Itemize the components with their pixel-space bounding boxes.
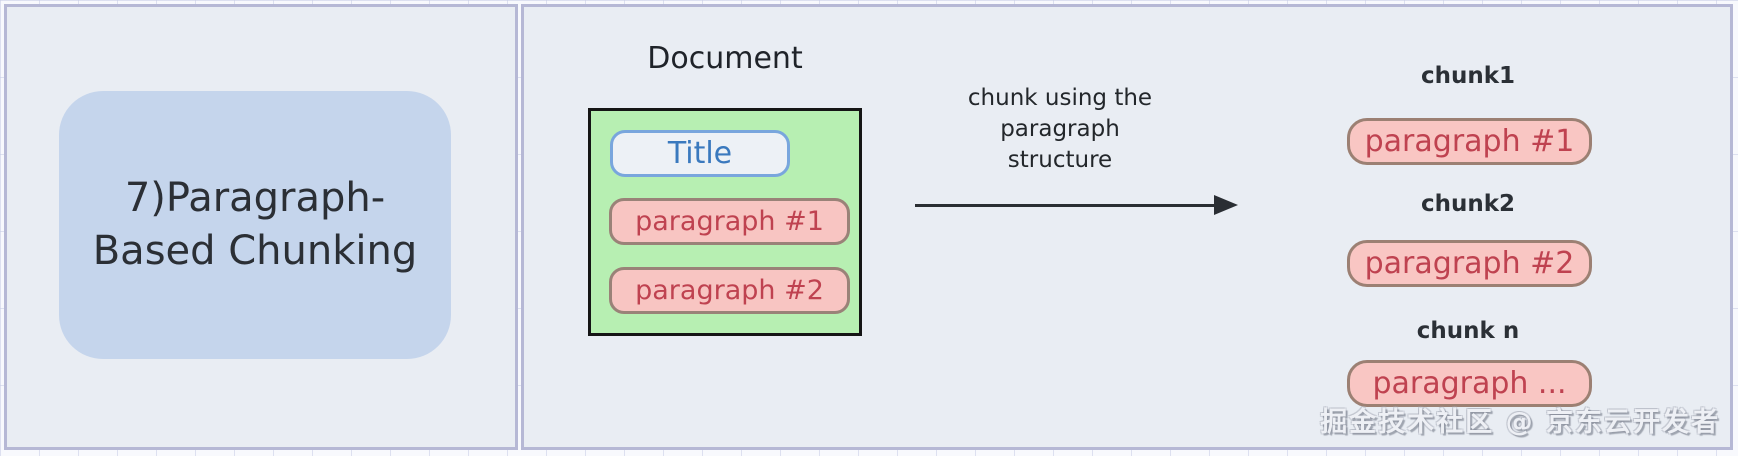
concept-box: 7)Paragraph- Based Chunking bbox=[59, 91, 451, 359]
document-paragraph-label-2: paragraph #2 bbox=[635, 275, 824, 306]
chunk2-content: paragraph #2 bbox=[1364, 246, 1575, 281]
chunk1-content: paragraph #1 bbox=[1364, 124, 1575, 159]
arrow-label: chunk using the paragraph structure bbox=[967, 85, 1153, 173]
chunk1-pill: paragraph #1 bbox=[1347, 118, 1592, 165]
document-paragraph-pill-1: paragraph #1 bbox=[609, 198, 850, 245]
chunk1-label: chunk1 bbox=[1420, 63, 1516, 89]
document-paragraph-label-1: paragraph #1 bbox=[635, 206, 824, 237]
right-panel: Document Title paragraph #1 paragraph #2… bbox=[521, 4, 1733, 450]
document-title-label: Title bbox=[667, 136, 733, 171]
document-heading: Document bbox=[647, 41, 803, 76]
watermark: 掘金技术社区 @ 京东云开发者 bbox=[1320, 407, 1720, 438]
concept-title-line1: 7)Paragraph- bbox=[124, 175, 386, 222]
left-panel: 7)Paragraph- Based Chunking bbox=[4, 4, 518, 450]
chunk-n-pill: paragraph ... bbox=[1347, 360, 1592, 407]
document-title-pill: Title bbox=[610, 130, 790, 177]
document-paragraph-pill-2: paragraph #2 bbox=[609, 267, 850, 314]
chunk2-label: chunk2 bbox=[1420, 191, 1516, 217]
arrow-head-icon bbox=[1214, 195, 1238, 215]
chunk-n-content: paragraph ... bbox=[1372, 366, 1567, 401]
arrow-line bbox=[915, 204, 1216, 207]
chunk-n-label: chunk n bbox=[1416, 318, 1520, 344]
chunk2-pill: paragraph #2 bbox=[1347, 240, 1592, 287]
document-box: Title paragraph #1 paragraph #2 bbox=[588, 108, 862, 336]
concept-title-line2: Based Chunking bbox=[92, 228, 418, 274]
